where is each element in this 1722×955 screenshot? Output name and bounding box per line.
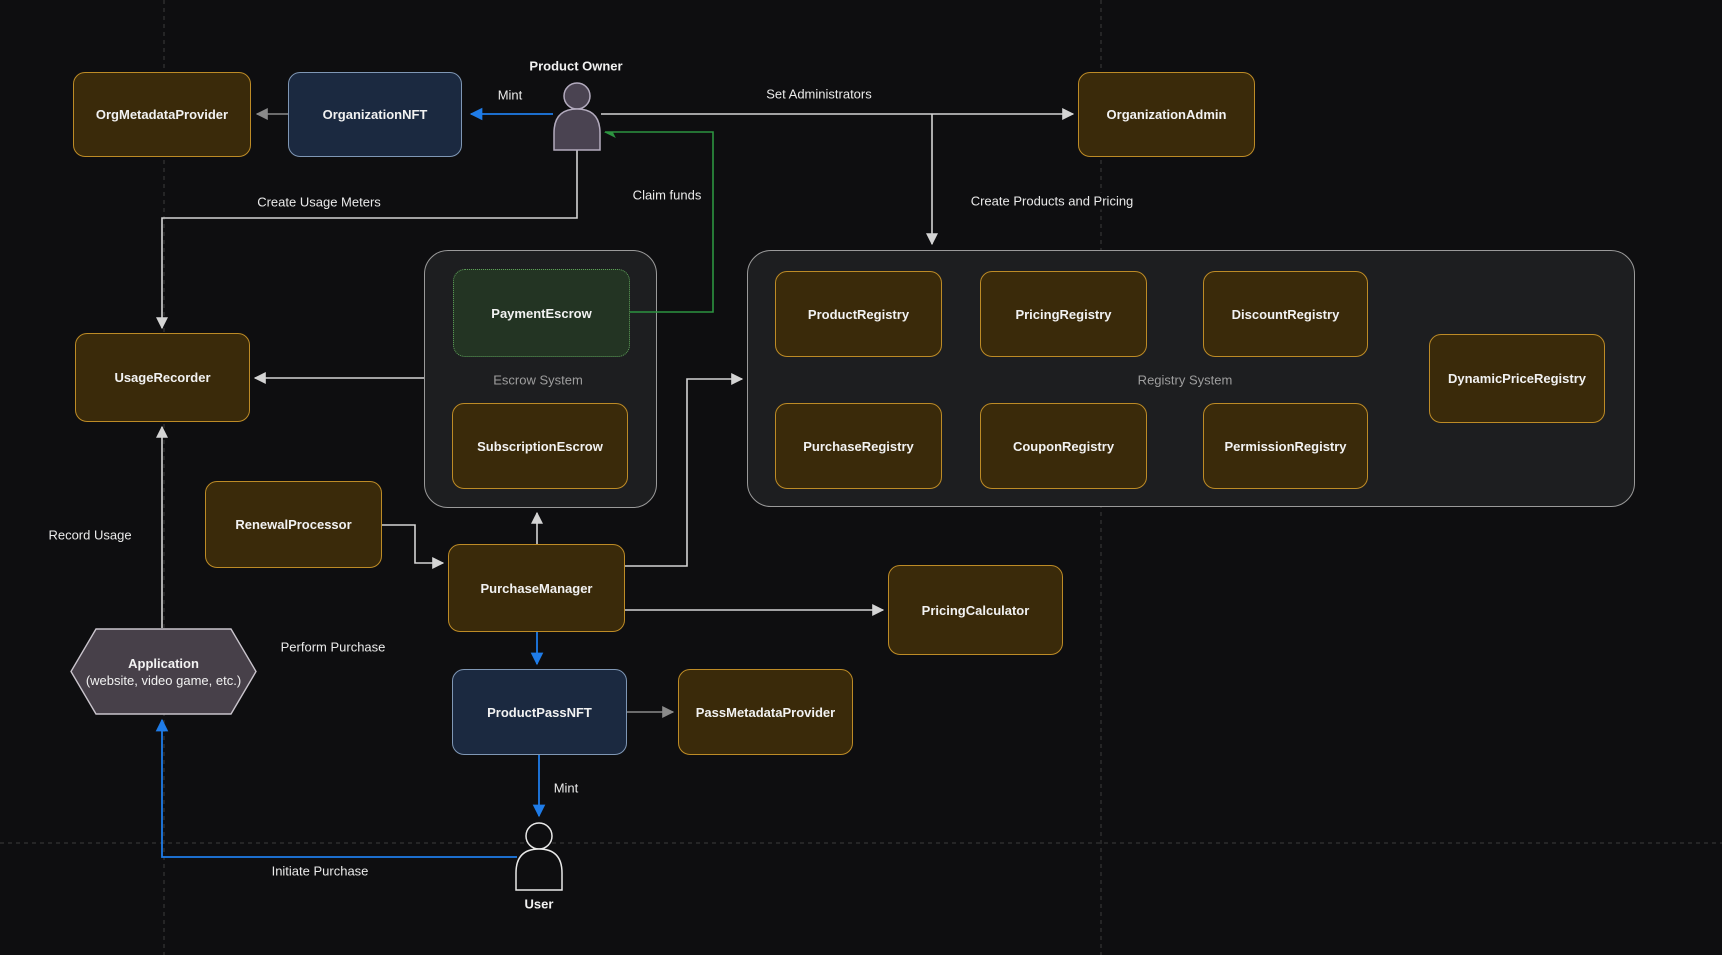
node-pricing-registry[interactable]: PricingRegistry (980, 271, 1147, 357)
edge-renewal-to-purchasemanager (382, 524, 445, 569)
node-usage-recorder[interactable]: UsageRecorder (75, 333, 250, 422)
node-discount-registry[interactable]: DiscountRegistry (1203, 271, 1368, 357)
edge-label-initiate-purchase: Initiate Purchase (268, 862, 372, 880)
node-purchase-registry[interactable]: PurchaseRegistry (775, 403, 942, 489)
edge-label-record-usage: Record Usage (45, 526, 135, 544)
node-org-metadata-provider[interactable]: OrgMetadataProvider (73, 72, 251, 157)
edge-label-set-administrators: Set Administrators (763, 85, 875, 103)
edge-label-create-products-and-pricing: Create Products and Pricing (967, 192, 1137, 210)
edge-label-claim-funds: Claim funds (629, 186, 705, 204)
edge-label-perform-purchase: Perform Purchase (277, 638, 389, 656)
escrow-system-label: Escrow System (493, 372, 583, 388)
edge-label-mint-organization-nft: Mint (494, 86, 526, 104)
node-product-pass-nft[interactable]: ProductPassNFT (452, 669, 627, 755)
product-owner-icon[interactable] (553, 82, 601, 151)
product-owner-label: Product Owner (526, 58, 626, 74)
node-coupon-registry[interactable]: CouponRegistry (980, 403, 1147, 489)
node-purchase-manager[interactable]: PurchaseManager (448, 544, 625, 632)
application-label: Application (website, video game, etc.) (85, 655, 242, 688)
user-label: User (521, 896, 557, 912)
node-organization-admin[interactable]: OrganizationAdmin (1078, 72, 1255, 157)
node-pricing-calculator[interactable]: PricingCalculator (888, 565, 1063, 655)
node-renewal-processor[interactable]: RenewalProcessor (205, 481, 382, 568)
edge-label-create-usage-meters: Create Usage Meters (254, 193, 384, 211)
node-permission-registry[interactable]: PermissionRegistry (1203, 403, 1368, 489)
node-organization-nft[interactable]: OrganizationNFT (288, 72, 462, 157)
node-subscription-escrow[interactable]: SubscriptionEscrow (452, 403, 628, 489)
node-pass-metadata-provider[interactable]: PassMetadataProvider (678, 669, 853, 755)
node-payment-escrow[interactable]: PaymentEscrow (453, 269, 630, 357)
node-application[interactable]: Application (website, video game, etc.) (70, 628, 257, 715)
edge-label-mint-product-pass: Mint (550, 779, 582, 797)
node-dynamic-price-registry[interactable]: DynamicPriceRegistry (1429, 334, 1605, 423)
node-product-registry[interactable]: ProductRegistry (775, 271, 942, 357)
user-icon[interactable] (515, 822, 563, 891)
registry-system-label: Registry System (1137, 372, 1233, 388)
